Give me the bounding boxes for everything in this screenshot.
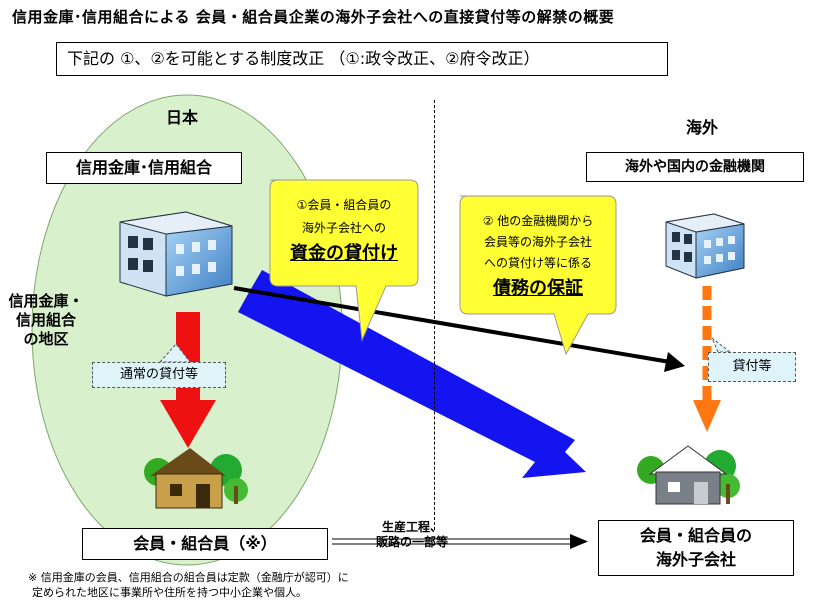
overseas-bank-building-icon [665,213,745,279]
credit-union-box: 信用金庫･信用組合 [46,152,242,184]
japan-heading: 日本 [166,108,199,127]
overseas-lending-tag: 貸付等 [708,352,796,382]
callout-direct-loan: ①会員・組合員の 海外子会社への 資金の貸付け [270,196,418,263]
overseas-financial-institution-box: 海外や国内の金融機関 [586,152,804,182]
page-title: 信用金庫･信用組合による 会員・組合員企業の海外子会社への直接貸付等の解禁の概要 [12,8,615,26]
subsidiary-line-1: 会員・組合員の [639,526,752,545]
guarantee-arrow [233,286,685,372]
callout-1-line-1: ①会員・組合員の [296,198,392,212]
callout-2-emphasis: 債務の保証 [493,278,583,299]
supply-chain-label-line-2: 販路の一部等 [375,535,448,549]
region-label-line-1: 信用金庫・ [8,292,84,310]
footnote-line-1: ※ 信用金庫の会員、信用組合の組合員は定款（金融庁が認可）に [28,571,349,584]
callout-1-emphasis: 資金の貸付け [290,243,398,264]
reform-summary-box: 下記の ①、②を可能とする制度改正 （①:政令改正、②府令改正） [56,42,668,76]
lending-tag-tail [711,337,732,353]
callout-2-line-3: への貸付け等に係る [483,256,592,270]
normal-lending-tag: 通常の貸付等 [92,362,226,388]
supply-chain-label: 生産工程、 販路の一部等 [352,520,472,550]
japan-overseas-divider [434,100,435,530]
member-company-box: 会員・組合員（※） [82,528,328,560]
bank-building-icon [119,211,233,297]
overseas-subsidiary-box: 会員・組合員の 海外子会社 [598,520,794,576]
overseas-lending-arrow [693,286,721,432]
footnote: ※ 信用金庫の会員、信用組合の組合員は定款（金融庁が認可）に 定められた地区に事… [28,570,488,600]
overseas-heading: 海外 [686,118,719,137]
footnote-line-2: 定められた地区に事業所や住所を持つ中小企業や個人。 [32,586,307,599]
region-label: 信用金庫・ 信用組合 の地区 [4,292,88,349]
callout-guarantee: ② 他の金融機関から 会員等の海外子会社 への貸付け等に係る 債務の保証 [460,212,616,298]
overseas-subsidiary-house-icon [637,445,740,505]
direct-loan-arrow [238,270,586,478]
callout-2-line-2: 会員等の海外子会社 [483,235,592,249]
callout-1-shape [269,179,419,342]
callout-1-line-2: 海外子会社への [301,221,386,235]
subsidiary-line-2: 海外子会社 [655,550,736,569]
supply-chain-arrow [332,534,588,549]
member-company-house-icon [144,448,248,509]
region-label-line-3: の地区 [23,330,69,348]
region-label-line-2: 信用組合 [15,311,76,329]
supply-chain-label-line-1: 生産工程、 [381,520,442,534]
callout-2-line-1: ② 他の金融機関から [482,214,594,228]
callout-2-shape [459,195,617,356]
